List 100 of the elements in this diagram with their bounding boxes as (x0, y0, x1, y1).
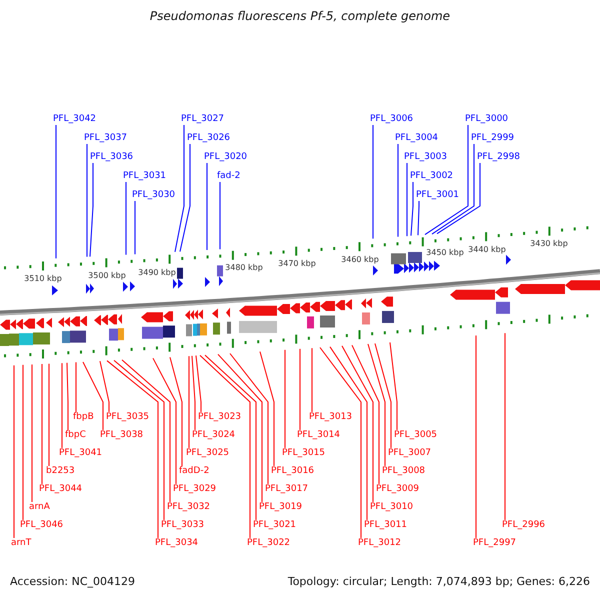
genome-stats-text: Topology: circular; Length: 7,074,893 bp; Genes: 6,226 (288, 575, 590, 588)
gene-label: PFL_3010 (370, 502, 414, 513)
leader-line (436, 162, 480, 234)
kbp-label: 3480 kbp (225, 262, 263, 272)
gene-label: PFL_2999 (471, 133, 514, 144)
leader-line (284, 349, 286, 448)
gene-label: PFL_3042 (53, 114, 96, 125)
gene-label: PFL_3031 (123, 171, 166, 182)
gene-label: PFL_3038 (100, 430, 144, 441)
leader-line (180, 144, 190, 252)
gene-label: PFL_3015 (282, 448, 326, 459)
leader-line (342, 345, 374, 502)
leader-line (106, 360, 158, 538)
leader-line (352, 344, 380, 484)
leader-line (330, 346, 368, 520)
gene-label: PFL_3036 (90, 152, 134, 163)
gene-label: PFL_3021 (253, 520, 296, 531)
leader-line (374, 343, 392, 448)
gene-label: PFL_3023 (198, 412, 242, 423)
leader-line (48, 363, 50, 466)
gene-label: PFL_3009 (376, 484, 420, 495)
leader-line (122, 359, 170, 502)
kbp-label: 3450 kbp (426, 248, 464, 258)
gene-label: PFL_3044 (39, 484, 82, 495)
leader-line (100, 360, 110, 412)
leader-line (418, 200, 420, 236)
gene-label: fbpB (73, 412, 94, 423)
gene-label: PFL_3046 (20, 520, 64, 531)
leader-line (114, 360, 164, 520)
leader-line (188, 356, 190, 448)
gene-label: PFL_3041 (59, 448, 102, 459)
leader-line (206, 162, 208, 250)
leader-line (192, 355, 196, 430)
kbp-label: 3490 kbp (138, 268, 176, 277)
gene-label: PFL_3001 (416, 190, 460, 201)
leader-line (66, 362, 68, 430)
gene-label: PFL_3004 (395, 133, 438, 144)
gene-label: arnT (11, 538, 32, 549)
gene-label: PFL_3016 (271, 466, 314, 477)
gene-label: PFL_3007 (388, 448, 432, 459)
gene-label: PFL_3035 (106, 412, 150, 423)
title: Pseudomonas fluorescens Pf-5, complete genome (148, 9, 452, 23)
gene-label: PFL_3020 (204, 152, 248, 163)
leader-line (410, 182, 414, 236)
gene-label: PFL_3037 (84, 133, 128, 144)
leader-line (372, 124, 374, 240)
kbp-label: 3460 kbp (341, 254, 379, 264)
leader-line (230, 353, 268, 484)
gene-label: PFL_3003 (404, 152, 448, 163)
gene-label: PFL_3005 (394, 430, 438, 441)
gene-label: PFL_3030 (132, 190, 176, 201)
gene-label: PFL_3013 (309, 412, 352, 423)
leader-line (174, 124, 184, 252)
gene-label: PFL_3019 (259, 502, 302, 513)
gene-label: PFL_3006 (370, 114, 414, 125)
leader-line (204, 354, 256, 520)
leader-line (170, 356, 182, 466)
gene-label: PFL_3017 (265, 484, 308, 495)
gene-label: PFL_3034 (155, 538, 198, 549)
kbp-label: 3500 kbp (88, 270, 126, 280)
gene-label: arnA (29, 502, 50, 513)
kbp-label: 3430 kbp (530, 239, 568, 248)
gene-label: PFL_3012 (358, 538, 402, 549)
leader-line (90, 162, 94, 258)
leader-line (368, 344, 386, 466)
leader-line (200, 354, 250, 538)
gene-label: PFL_3033 (161, 520, 204, 531)
leader-line (218, 354, 262, 502)
leader-line (406, 162, 408, 237)
gene-label: PFL_3011 (364, 520, 408, 531)
accession-text: Accession: NC_004129 (10, 575, 136, 588)
gene-label: fadD-2 (179, 466, 210, 477)
gene-label: fad-2 (217, 171, 240, 182)
gene-label: PFL_3032 (167, 502, 210, 513)
leader-line (424, 124, 468, 236)
leader-line (134, 200, 136, 255)
gene-label: PFL_3008 (382, 466, 426, 477)
leader-line (504, 332, 506, 520)
gene-label: PFL_2997 (473, 538, 516, 549)
gene-label: PFL_3014 (297, 430, 340, 441)
gene-label: PFL_3000 (465, 114, 508, 125)
gene-label: PFL_3024 (192, 430, 236, 441)
kbp-label: 3470 kbp (278, 259, 316, 268)
gene-label: fbpC (65, 430, 86, 441)
gene-label: PFL_3026 (187, 133, 230, 144)
leader-line (320, 347, 362, 538)
gene-label: b2253 (46, 466, 75, 477)
leader-line (86, 144, 88, 258)
leader-line (196, 355, 202, 412)
leader-line (432, 144, 474, 235)
gene-label: PFL_3029 (173, 484, 216, 495)
leader-line (152, 358, 176, 484)
gene-label: PFL_3002 (410, 171, 454, 182)
leader-line (82, 362, 104, 430)
gene-label: PFL_3022 (247, 538, 290, 549)
kbp-label: 3440 kbp (468, 244, 506, 254)
leader-line (260, 351, 274, 466)
gene-label: PFL_3025 (186, 448, 230, 459)
gene-label: PFL_3027 (181, 114, 224, 125)
gene-label: PFL_2996 (502, 520, 546, 531)
